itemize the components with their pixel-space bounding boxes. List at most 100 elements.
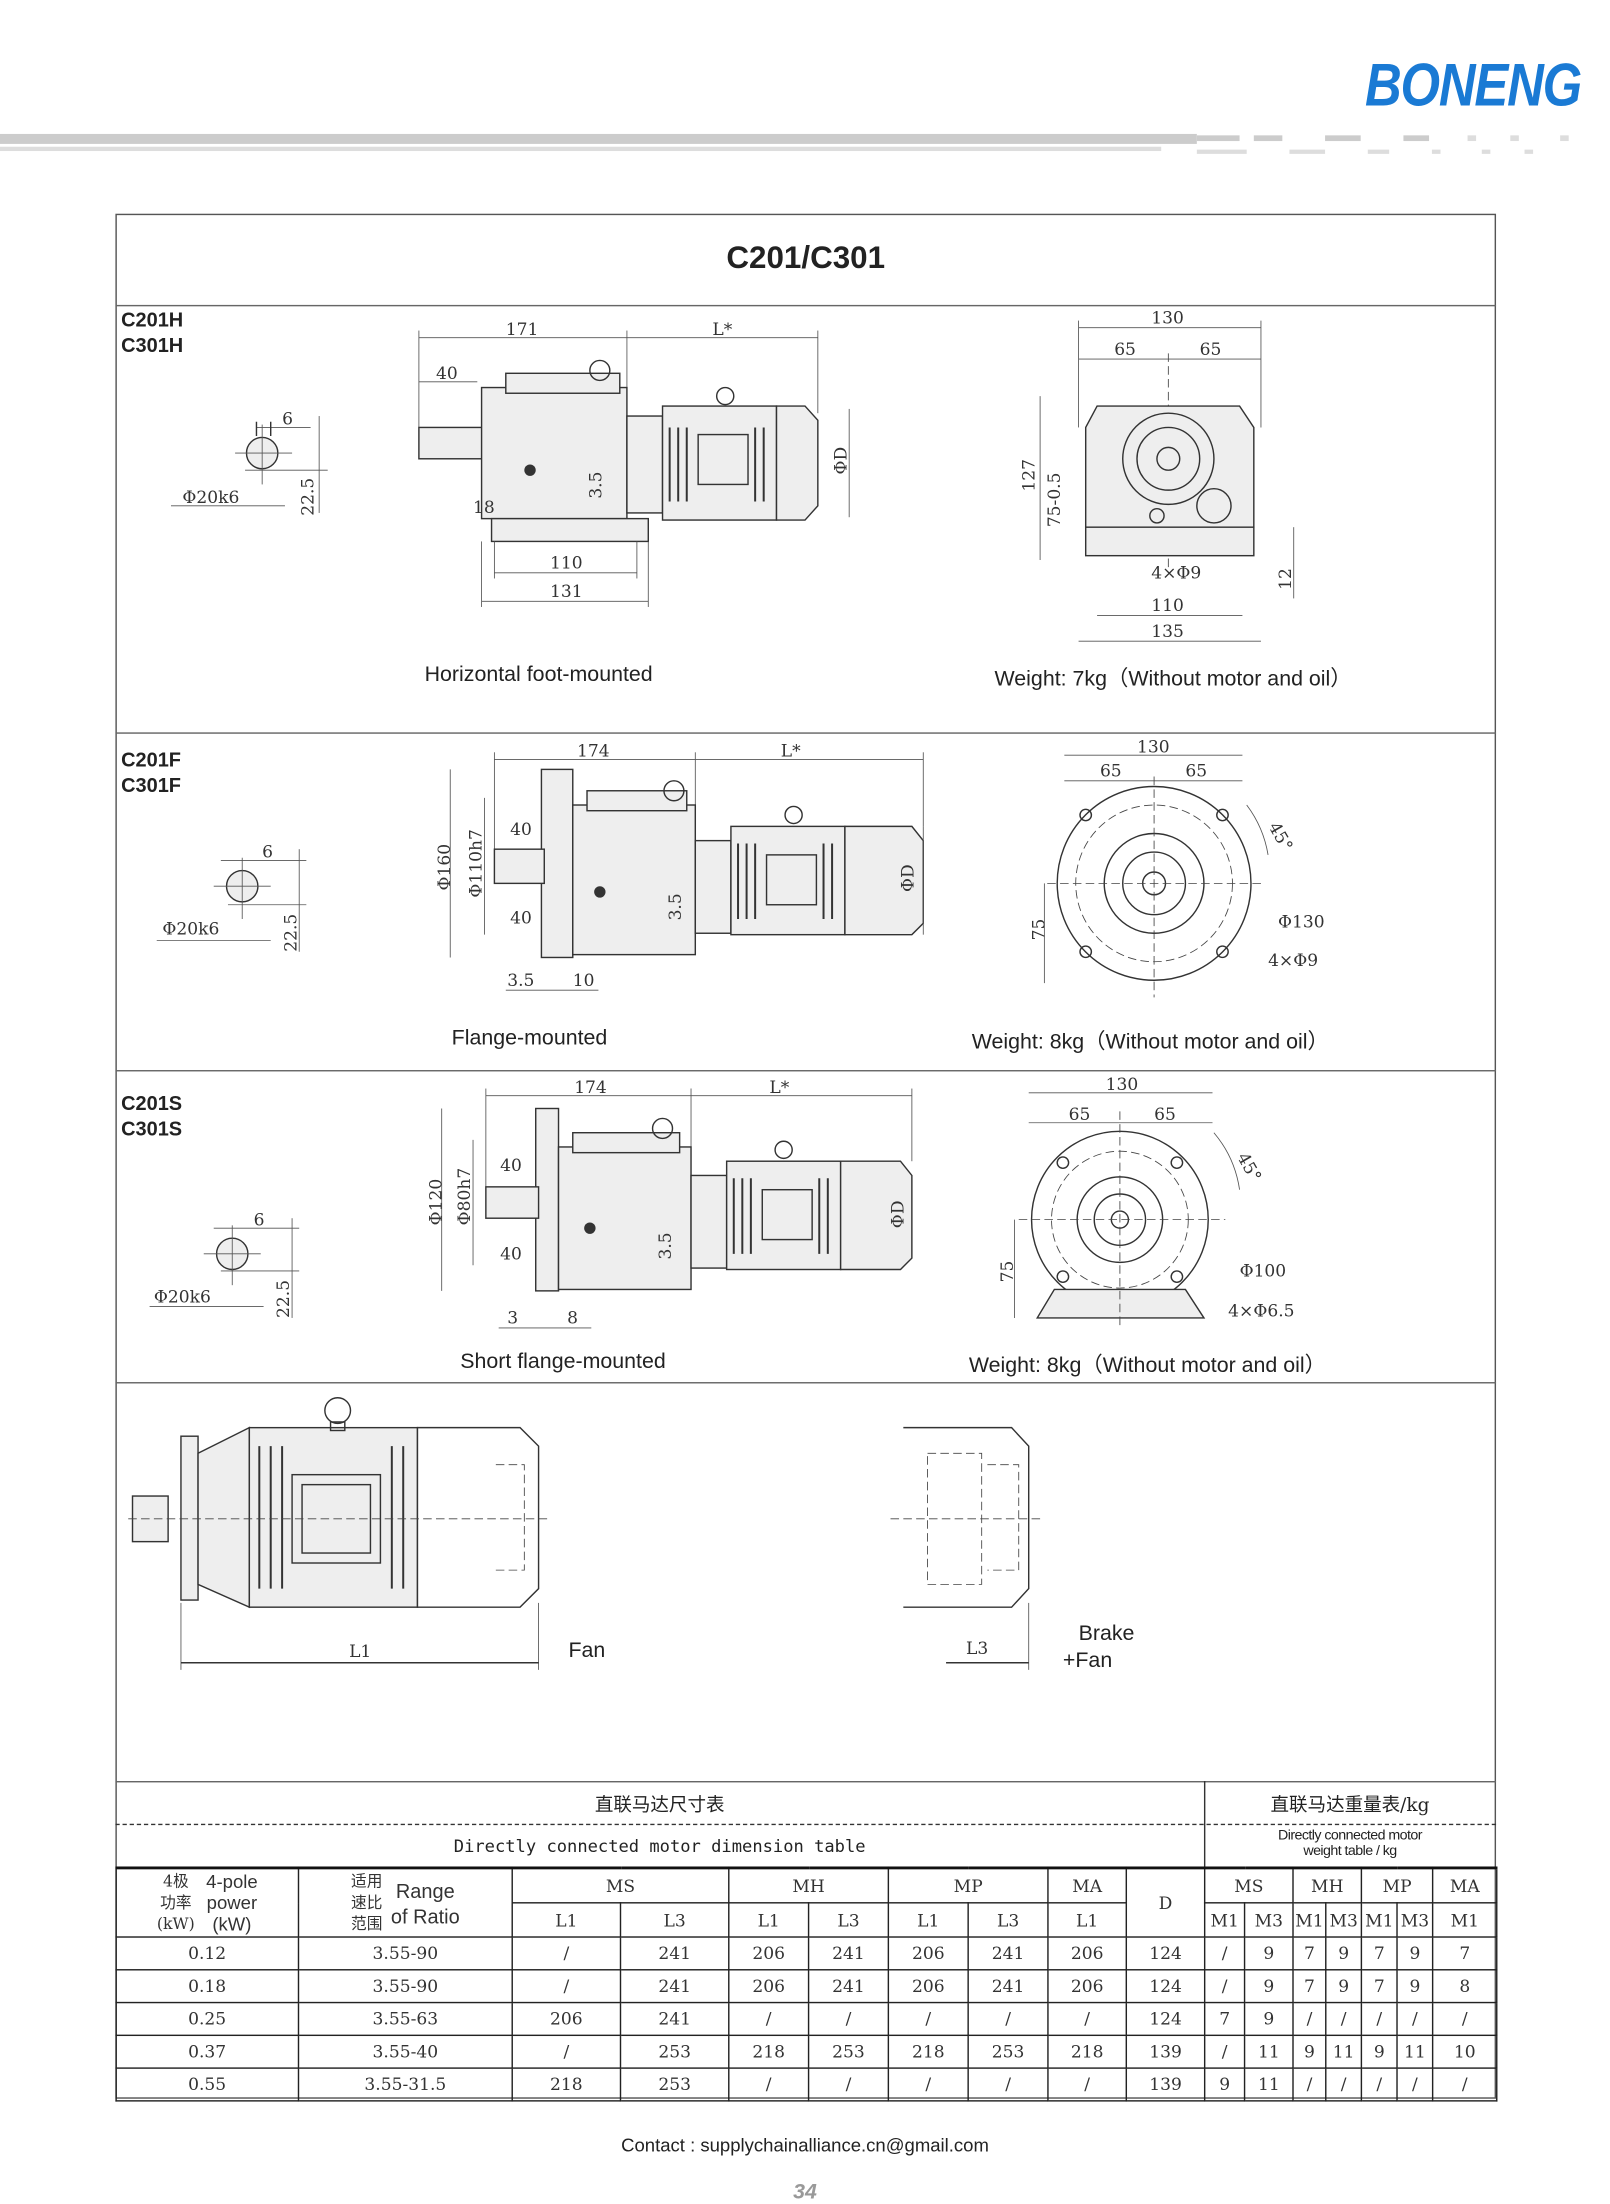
weight-cell: 9 [1360, 2034, 1398, 2069]
weight-table-title-cn: 直联马达重量表/kg [1270, 1795, 1430, 1817]
dim-cell: 241 [967, 1969, 1049, 2004]
dim-cell: 206 [887, 1936, 969, 1971]
svg-text:75: 75 [998, 1261, 1018, 1283]
dim-cell: 206 [511, 2001, 622, 2037]
svg-text:110: 110 [550, 553, 583, 573]
dim-cell: 253 [619, 2067, 730, 2102]
svg-text:Φ110h7: Φ110h7 [467, 829, 487, 897]
svg-text:131: 131 [550, 582, 583, 602]
dim-cell: 218 [511, 2067, 622, 2102]
svg-text:174: 174 [577, 742, 610, 762]
dim-cell: / [728, 2067, 810, 2102]
svg-text:65: 65 [1100, 762, 1122, 782]
weight-cell: / [1204, 2034, 1246, 2069]
dim-cell: / [807, 2001, 890, 2037]
dashed-divider [115, 1823, 1497, 1826]
contact-info: Contact : supplychainalliance.cn@gmail.c… [621, 2134, 989, 2156]
dim-cell: / [887, 2001, 969, 2037]
motor-fan-drawing: L1 [128, 1397, 549, 1670]
svg-text:Φ20k6: Φ20k6 [154, 1287, 211, 1307]
dim-cell: / [887, 2067, 969, 2102]
svg-text:6: 6 [254, 1210, 265, 1230]
dim-cell: 253 [619, 2034, 730, 2069]
svg-text:Φ160: Φ160 [435, 844, 455, 891]
svg-text:127: 127 [1019, 459, 1039, 492]
svg-text:4×Φ6.5: 4×Φ6.5 [1228, 1302, 1294, 1322]
dim-cell: 253 [807, 2034, 890, 2069]
svg-text:3.5: 3.5 [666, 893, 686, 920]
svg-text:L*: L* [769, 1078, 789, 1098]
dim-cell: / [511, 1936, 622, 1971]
dim-table-title-cn: 直联马达尺寸表 [594, 1795, 725, 1817]
dim-cell: 3.55-40 [297, 2034, 513, 2069]
svg-text:12: 12 [1276, 568, 1296, 590]
svg-text:L3: L3 [966, 1639, 988, 1659]
svg-text:6: 6 [282, 410, 293, 430]
svg-text:174: 174 [574, 1078, 607, 1098]
weight-cell: 11 [1243, 2034, 1294, 2069]
dim-cell: / [807, 2067, 890, 2102]
svg-text:Φ130: Φ130 [1278, 913, 1325, 933]
svg-text:L1: L1 [349, 1642, 371, 1662]
dim-cell: 241 [619, 2001, 730, 2037]
weight-cell: 11 [1325, 2034, 1363, 2069]
dim-cell: 3.55-90 [297, 1969, 513, 2004]
svg-text:40: 40 [510, 908, 532, 928]
svg-text:3: 3 [507, 1309, 518, 1329]
weight-cell: 9 [1396, 1969, 1434, 2004]
svg-text:130: 130 [1106, 1075, 1139, 1095]
weight-cell: 11 [1396, 2034, 1434, 2069]
svg-text:ΦD: ΦD [831, 447, 851, 475]
dim-table-title-en: Directly connected motor dimension table [453, 1836, 866, 1857]
page-title: C201/C301 [726, 239, 886, 275]
dim-cell: 124 [1125, 1969, 1206, 2004]
weight-cell: / [1292, 2067, 1327, 2102]
svg-text:L*: L* [712, 320, 732, 340]
brake-label: Brake [1078, 1621, 1135, 1646]
dim-cell: 206 [1047, 1969, 1128, 2004]
weight-cell: 7 [1292, 1936, 1327, 1971]
svg-text:18: 18 [473, 498, 495, 518]
weight-cell: / [1204, 1969, 1246, 2004]
dim-cell: 241 [807, 1936, 890, 1971]
caption-foot-mounted: Horizontal foot-mounted [424, 662, 653, 687]
shaft-section-h: 6 Φ20k6 22.5 [170, 410, 328, 516]
fan-label: Fan [568, 1638, 606, 1663]
svg-text:40: 40 [500, 1245, 522, 1265]
svg-text:6: 6 [262, 843, 273, 863]
weight-cell: / [1396, 2067, 1434, 2102]
dim-cell: 241 [619, 1936, 730, 1971]
weight-cell: 9 [1292, 2034, 1327, 2069]
weight-cell: 10 [1432, 2034, 1498, 2069]
weight-cell: 9 [1204, 2067, 1246, 2102]
weight-cell: 7 [1204, 2001, 1246, 2037]
svg-text:65: 65 [1200, 340, 1222, 360]
dim-cell: 206 [728, 1969, 810, 2004]
svg-text:45°: 45° [1264, 819, 1296, 855]
header-stripe [0, 133, 1569, 154]
dim-cell: 253 [967, 2034, 1049, 2069]
svg-text:65: 65 [1114, 340, 1136, 360]
weight-cell: 8 [1432, 1969, 1498, 2004]
svg-text:65: 65 [1154, 1105, 1176, 1125]
dim-cell: 3.55-90 [297, 1936, 513, 1971]
svg-text:65: 65 [1185, 762, 1207, 782]
weight-cell: 9 [1243, 2001, 1294, 2037]
svg-text:ΦD: ΦD [888, 1200, 908, 1228]
svg-text:4×Φ9: 4×Φ9 [1268, 951, 1318, 971]
svg-text:3.5: 3.5 [586, 472, 606, 499]
